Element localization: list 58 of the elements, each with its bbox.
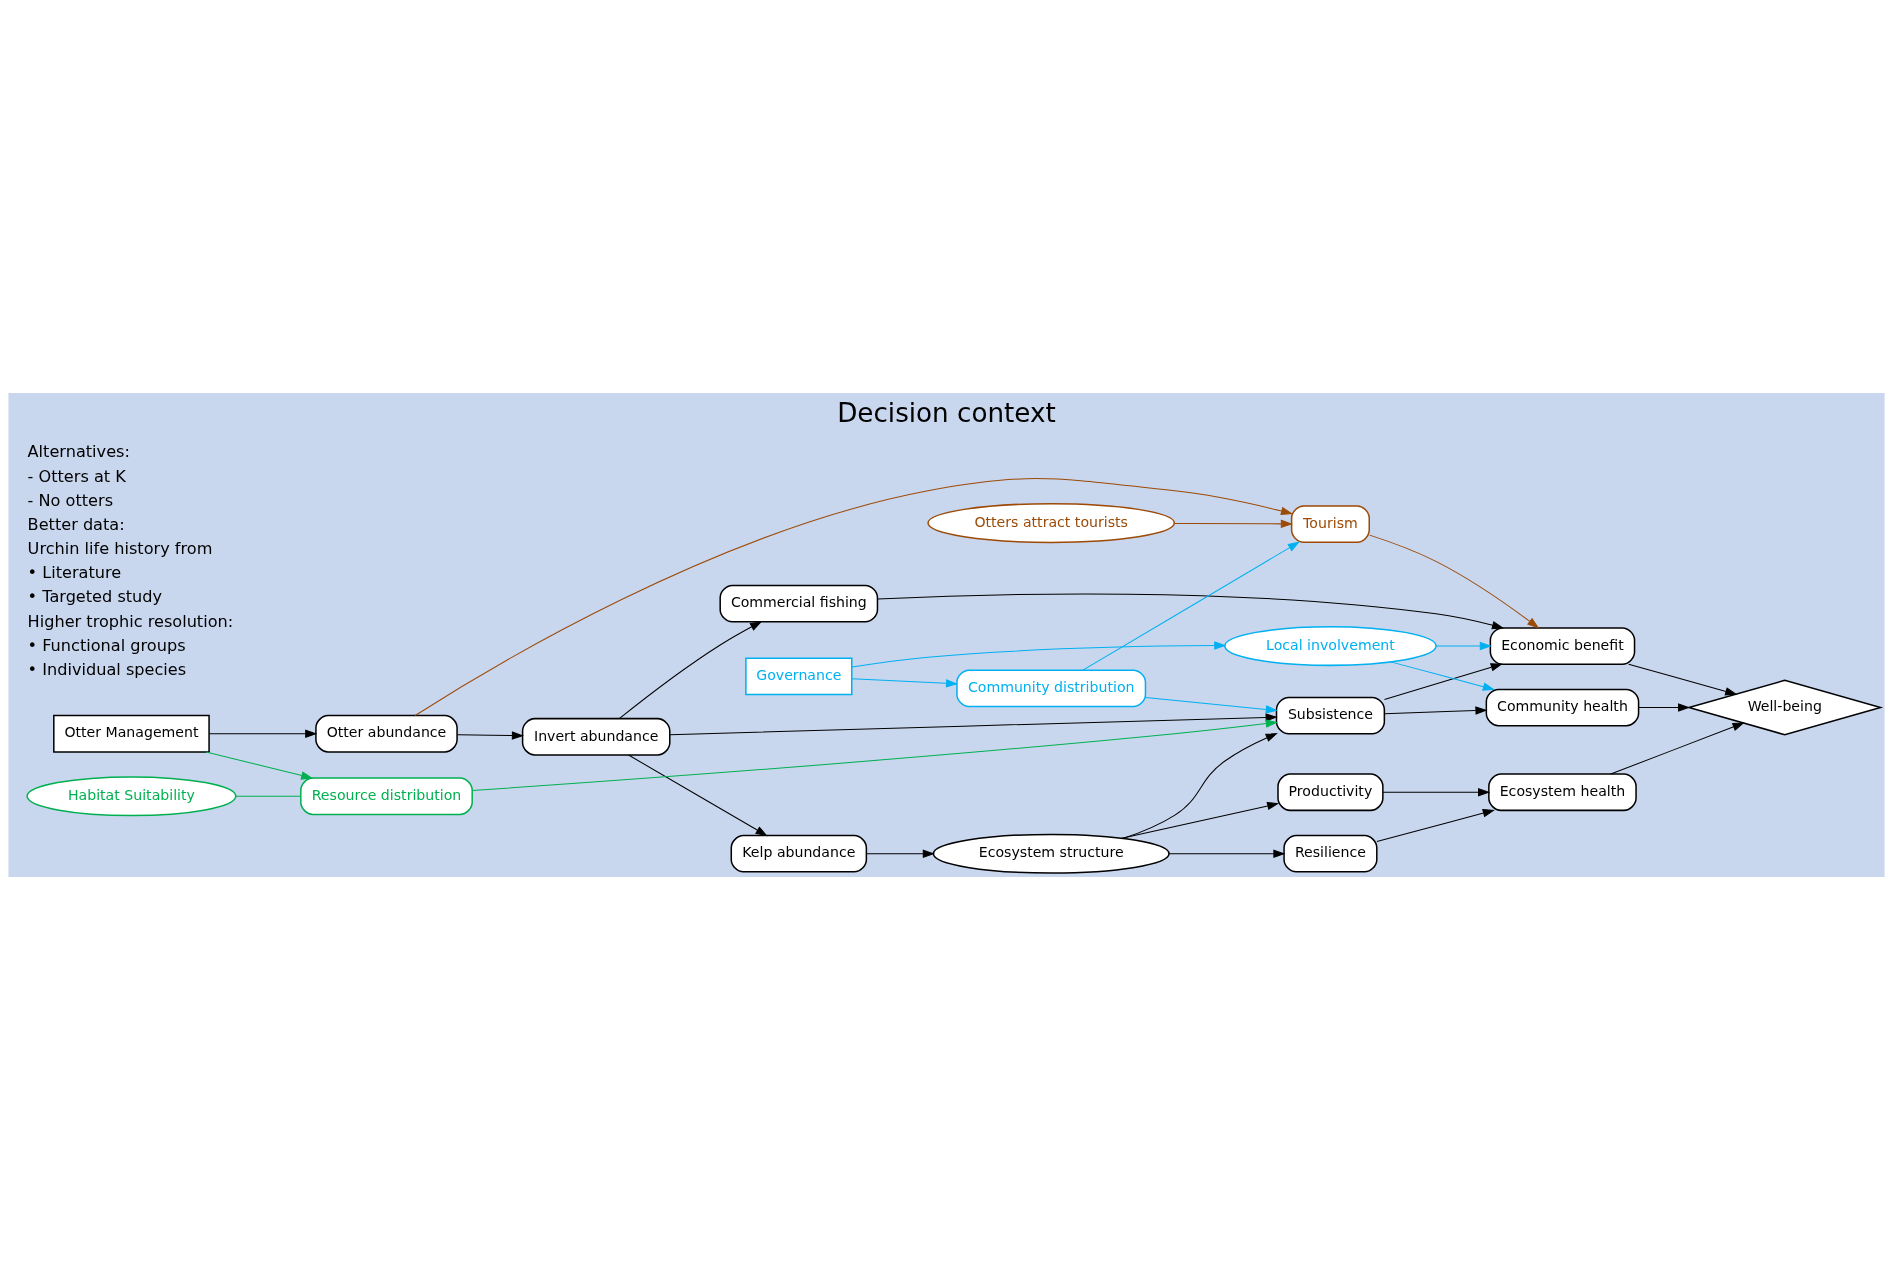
arrow xyxy=(1168,848,1286,858)
arrow xyxy=(208,729,318,738)
arrow xyxy=(1122,732,1278,839)
node-box: Otter Management xyxy=(53,714,210,753)
label: - Otters at K xyxy=(27,466,126,486)
arrow xyxy=(1382,787,1491,796)
node-box: Governance xyxy=(745,656,853,695)
node-ellipse: Ecosystem structure xyxy=(932,833,1170,874)
node-box: Community health xyxy=(1485,688,1640,726)
arrow xyxy=(1628,663,1738,695)
arrow xyxy=(1145,696,1278,714)
arrow xyxy=(1369,534,1540,629)
arrow xyxy=(1174,519,1293,528)
node-box: Tourism xyxy=(1290,504,1370,543)
arrow xyxy=(669,712,1278,735)
arrow xyxy=(1121,801,1280,839)
node-ellipse: Local involvement xyxy=(1224,625,1437,666)
arrow xyxy=(414,477,1294,716)
label: • Functional groups xyxy=(27,635,186,655)
node-box: Resilience xyxy=(1283,834,1378,873)
label: Better data: xyxy=(27,514,125,534)
arrow xyxy=(866,848,935,858)
connector xyxy=(235,795,302,797)
label: - No otters xyxy=(27,490,114,510)
node-box: Community distribution xyxy=(956,669,1147,707)
node-box: Invert abundance xyxy=(521,717,671,756)
label: Higher trophic resolution: xyxy=(27,611,234,631)
node-box: Commercial fishing xyxy=(719,584,879,623)
arrow xyxy=(851,677,959,688)
label: • Targeted study xyxy=(27,586,163,606)
node-box: Kelp abundance xyxy=(730,834,868,873)
label: Urchin life history from xyxy=(27,538,213,558)
arrow xyxy=(851,640,1227,668)
label: Alternatives: xyxy=(27,441,130,461)
arrow xyxy=(1384,705,1488,715)
arrow xyxy=(619,620,763,719)
arrow xyxy=(205,750,314,780)
node-box: Otter abundance xyxy=(315,714,458,753)
node-box: Resource distribution xyxy=(300,776,473,815)
arrow xyxy=(456,730,524,740)
node-box: Economic benefit xyxy=(1489,626,1636,665)
node-ellipse: Habitat Suitability xyxy=(26,775,237,816)
label: • Individual species xyxy=(27,659,187,679)
arrow xyxy=(1610,722,1745,775)
arrow xyxy=(1435,641,1492,650)
arrow xyxy=(877,592,1505,629)
arrow xyxy=(1384,662,1503,700)
diagram-title: Decision context xyxy=(837,397,1056,428)
node-box: Subsistence xyxy=(1275,696,1386,734)
node-box: Ecosystem health xyxy=(1488,772,1637,811)
node-box: Productivity xyxy=(1277,772,1384,811)
arrow xyxy=(1390,660,1495,691)
arrow xyxy=(1082,541,1300,671)
arrow xyxy=(1376,808,1495,842)
node-ellipse: Otters attract tourists xyxy=(927,502,1176,543)
arrow xyxy=(1638,702,1691,712)
arrow xyxy=(628,754,768,836)
label: • Literature xyxy=(27,562,122,582)
